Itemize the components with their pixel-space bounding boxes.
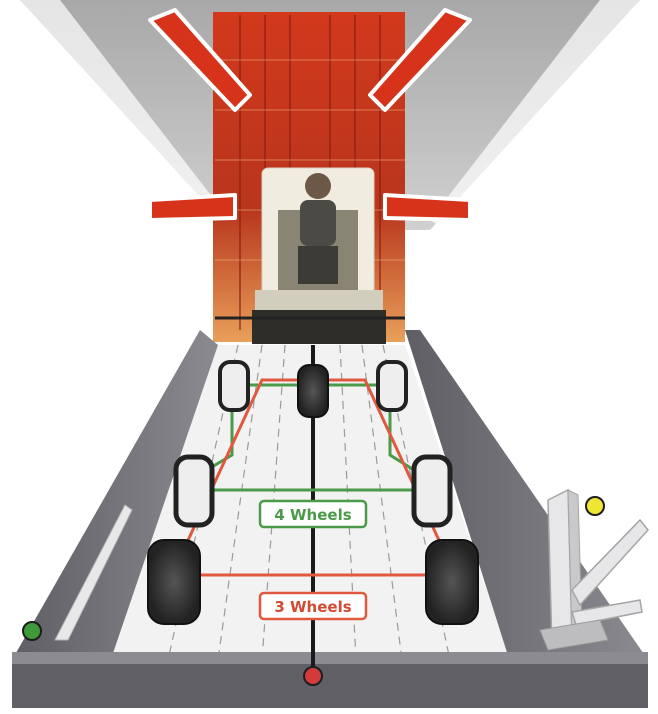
wheel-rear-right: [426, 540, 478, 624]
floor-base: [12, 652, 648, 708]
four-wheels-text: 4 Wheels: [274, 506, 351, 524]
three-wheels-text: 3 Wheels: [274, 598, 351, 616]
wheel-rear-left: [148, 540, 200, 624]
wheel-front-center: [298, 365, 328, 417]
wheel-front-left: [220, 362, 248, 410]
three-wheels-label: 3 Wheels: [260, 593, 366, 619]
wheel-mid-left: [176, 457, 212, 525]
four-wheels-label: 4 Wheels: [260, 501, 366, 527]
red-marker: [304, 667, 322, 685]
wheel-mid-right: [414, 457, 450, 525]
yellow-marker: [586, 497, 604, 515]
green-marker: [23, 622, 41, 640]
wheel-front-right: [378, 362, 406, 410]
